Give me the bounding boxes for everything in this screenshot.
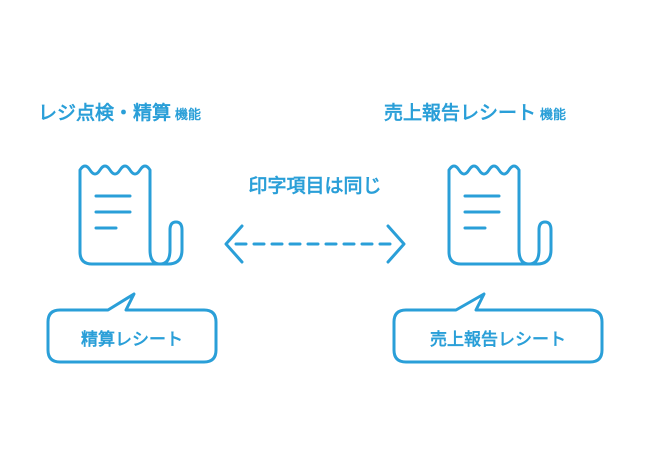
right-heading-suffix: 機能 — [540, 108, 567, 123]
right-heading-text: 売上報告レシート — [384, 102, 537, 124]
right-heading: 売上報告レシート機能 — [384, 98, 566, 125]
right-speech-bubble — [392, 292, 604, 364]
receipt-icon — [447, 164, 553, 266]
left-heading-text: レジ点検・精算 — [38, 102, 172, 124]
center-label: 印字項目は同じ — [248, 175, 382, 197]
left-bubble-label: 精算レシート — [81, 330, 183, 350]
double-arrow-dashed-icon — [224, 224, 406, 264]
receipt-icon — [78, 164, 184, 266]
left-speech-bubble — [46, 292, 218, 364]
right-bubble-label: 売上報告レシート — [430, 330, 566, 350]
left-heading: レジ点検・精算機能 — [38, 98, 201, 125]
left-heading-suffix: 機能 — [175, 108, 202, 123]
